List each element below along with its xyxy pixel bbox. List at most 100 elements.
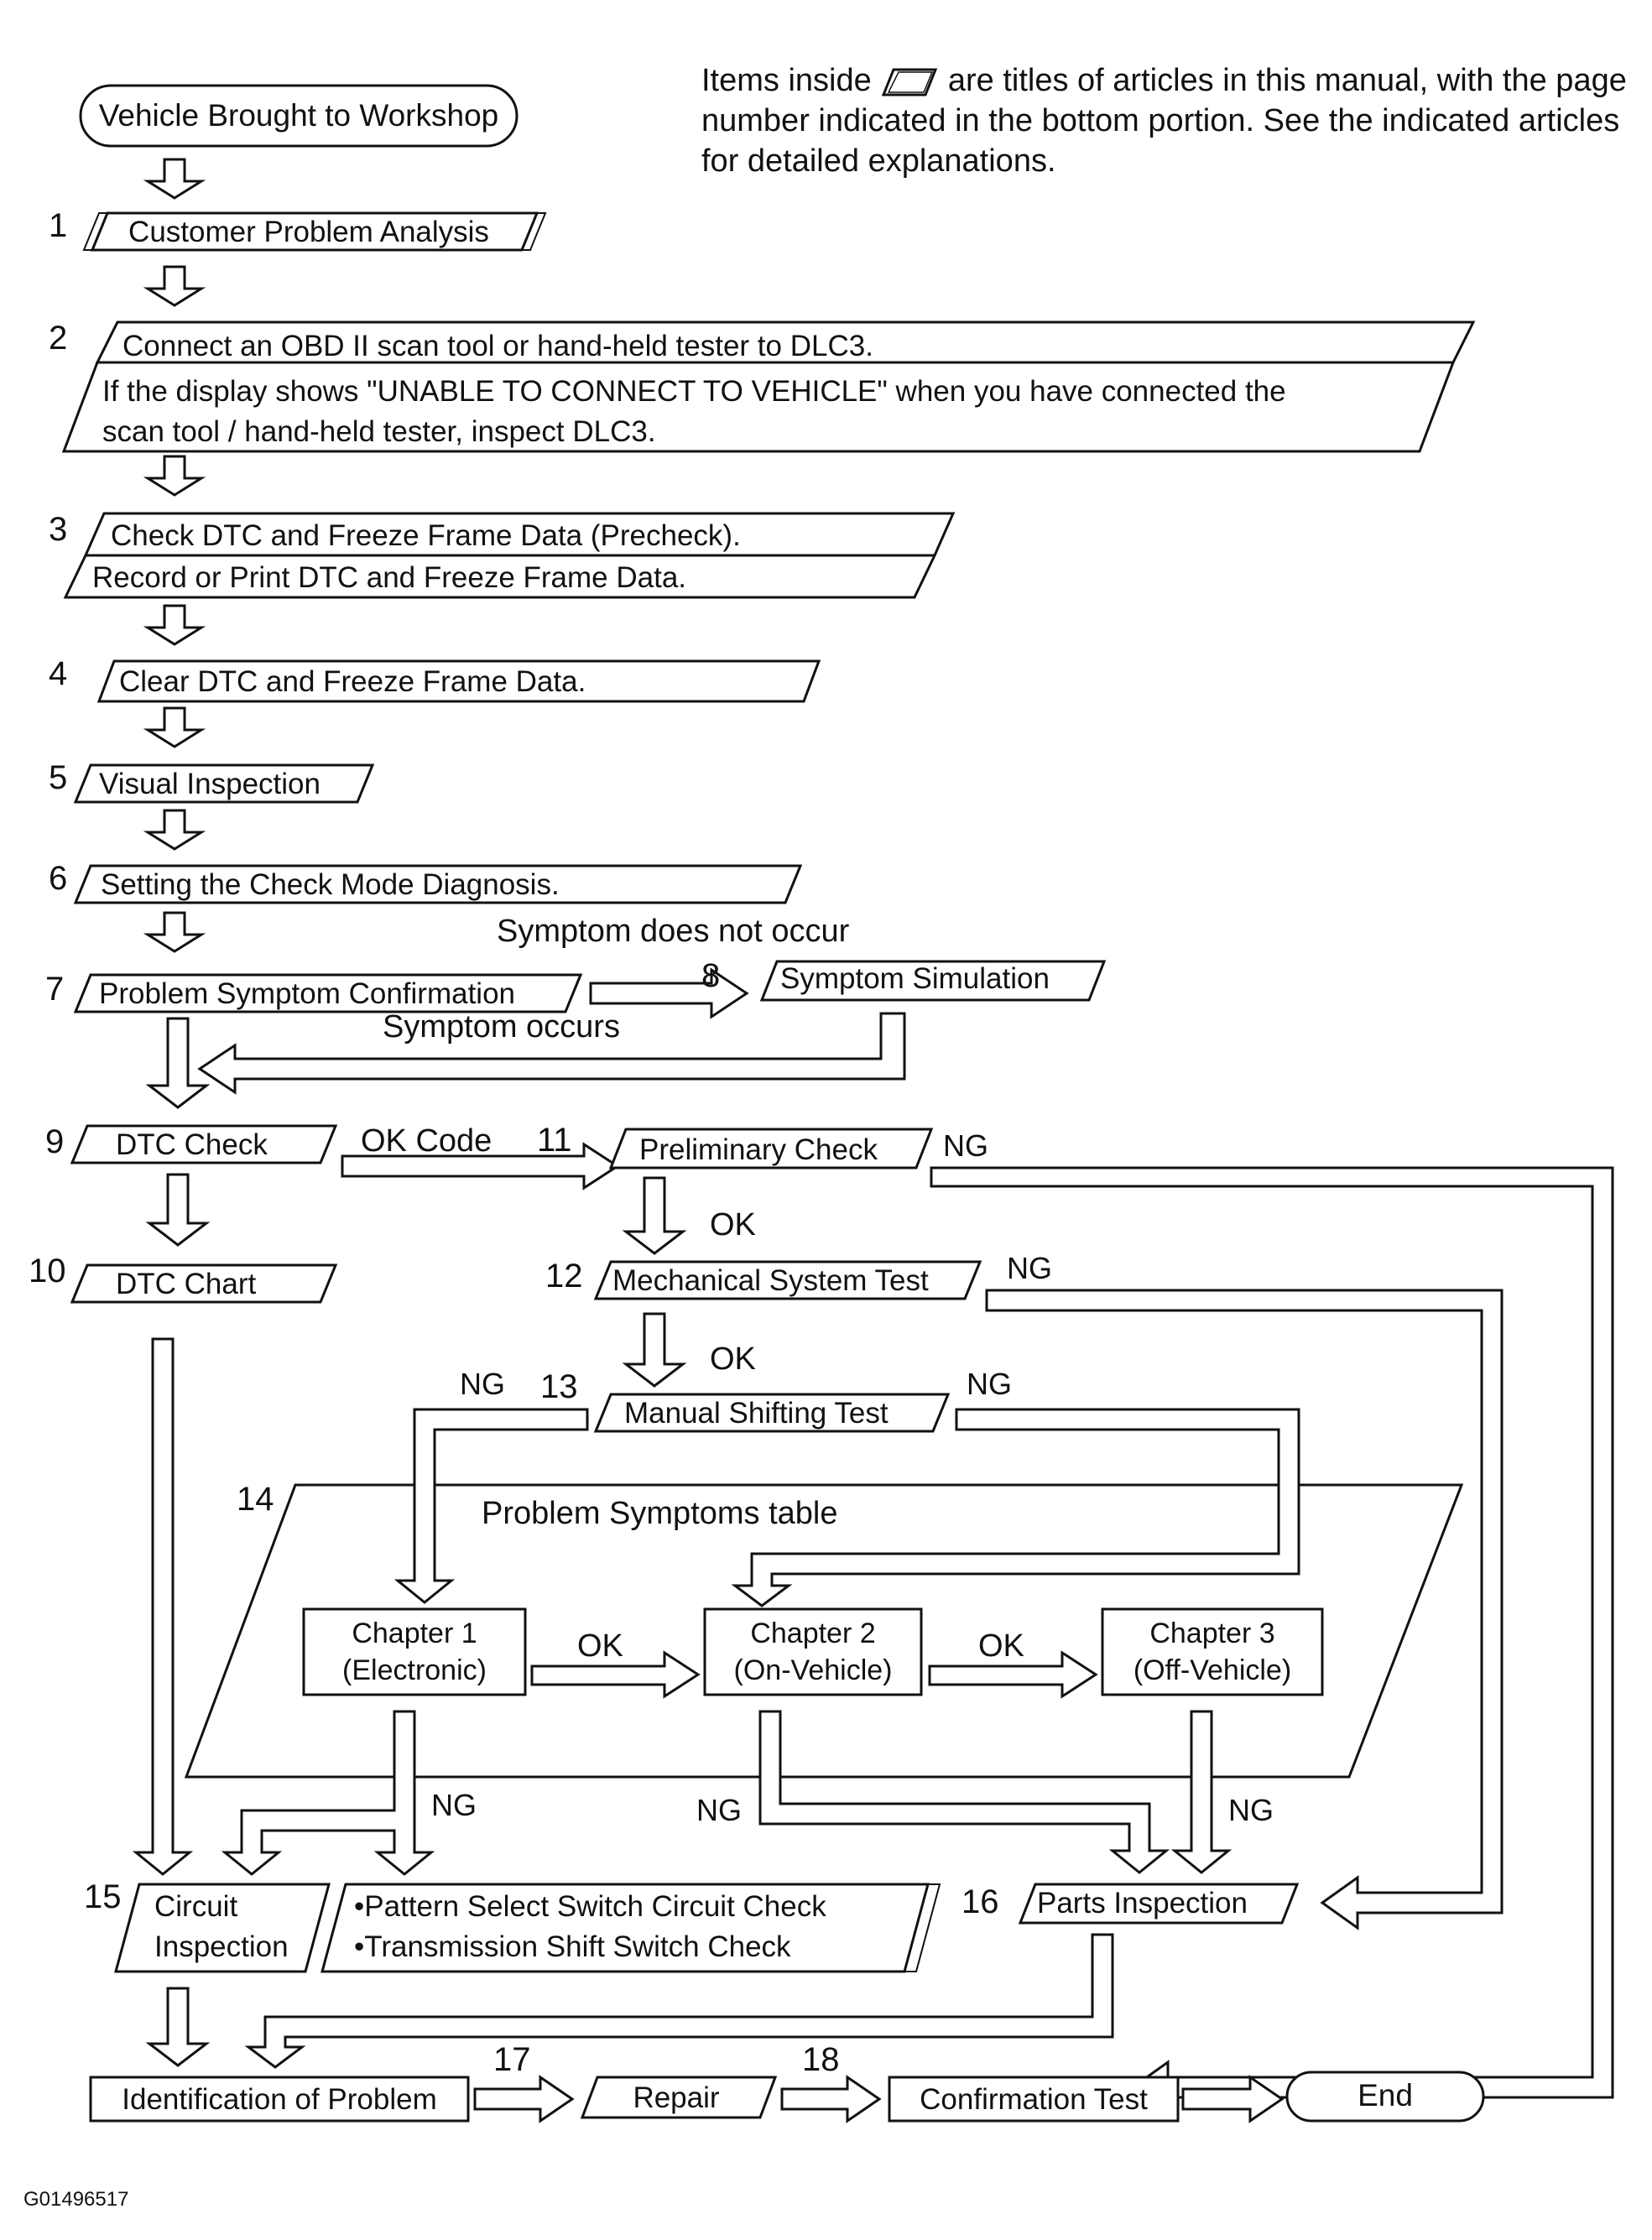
chapter-3-box <box>1101 1607 1324 1696</box>
step-5-number: 5 <box>49 759 67 796</box>
step-13-label: Manual Shifting Test <box>624 1397 889 1430</box>
step-7-label: Problem Symptom Confirmation <box>99 977 515 1010</box>
legend-note: Items inside are titles of articles in t… <box>701 60 1633 181</box>
label-symptom-not-occur: Symptom does not occur <box>497 914 850 949</box>
step-16-number: 16 <box>961 1883 999 1920</box>
label-ok-12-13: OK <box>710 1341 756 1377</box>
step-8-box <box>759 960 1107 1002</box>
arrow-9-to-11 <box>341 1142 620 1190</box>
label-ok-ch1-ch2: OK <box>577 1628 623 1664</box>
step-15-sub2: •Transmission Shift Switch Check <box>354 1930 791 1963</box>
chapter-2-box <box>703 1607 923 1696</box>
down-arrow-2-3 <box>143 455 206 497</box>
chapter-1-line1: Chapter 1 <box>352 1617 477 1649</box>
step-16-label: Parts Inspection <box>1037 1887 1248 1920</box>
label-ok-code: OK Code <box>361 1123 492 1159</box>
label-ng-ch1: NG <box>431 1788 477 1822</box>
arrow-12-to-13 <box>622 1312 687 1388</box>
step-10-box <box>70 1263 338 1304</box>
step-1-label: Customer Problem Analysis <box>128 216 489 248</box>
step-17-box <box>580 2076 778 2119</box>
down-arrow-1-2 <box>143 265 206 307</box>
step-3-line2: Record or Print DTC and Freeze Frame Dat… <box>92 561 686 594</box>
figure-id: G01496517 <box>23 2188 129 2211</box>
arrow-16-to-id <box>244 1933 1114 2069</box>
step-17-label: Repair <box>633 2081 719 2114</box>
arrow-ch1-to-ch2 <box>530 1650 701 1699</box>
step-14-label: Problem Symptoms table <box>482 1496 838 1531</box>
down-arrow-4-5 <box>143 706 206 748</box>
arrow-7-to-8 <box>589 967 749 1019</box>
step-8-number: 8 <box>701 957 720 994</box>
step-16-box <box>1018 1883 1300 1925</box>
legend-note-part1: Items inside <box>701 63 872 98</box>
step-6-box <box>73 864 803 904</box>
arrow-ch2-ng <box>758 1710 1170 1874</box>
arrow-10-to-15 <box>132 1337 194 1876</box>
label-ng-ch2: NG <box>696 1793 742 1827</box>
step-12-label: Mechanical System Test <box>612 1264 929 1297</box>
step-13-number: 13 <box>540 1368 578 1405</box>
step-4-number: 4 <box>49 655 67 692</box>
chapter-3-line2: (Off-Vehicle) <box>1133 1654 1291 1686</box>
step-17-number: 17 <box>493 2041 531 2078</box>
step-14-number: 14 <box>237 1481 274 1518</box>
step-7-box <box>73 973 583 1013</box>
step-9-label: DTC Check <box>116 1128 268 1161</box>
step-2-line2: If the display shows "UNABLE TO CONNECT … <box>102 375 1286 408</box>
arrow-7-to-9 <box>145 1017 211 1109</box>
step-8-label: Symptom Simulation <box>780 962 1050 995</box>
step-11-box <box>608 1128 934 1169</box>
step-15-number: 15 <box>84 1878 122 1915</box>
arrow-ch3-ng <box>1170 1710 1232 1874</box>
identification-box <box>89 2076 470 2123</box>
down-arrow-6-7 <box>143 911 206 953</box>
step-2-number: 2 <box>49 320 67 357</box>
arrow-13-ng-left <box>393 1408 589 1604</box>
step-2-line1: Connect an OBD II scan tool or hand-held… <box>122 330 873 362</box>
step-13-box <box>593 1393 951 1433</box>
down-arrow-start-1 <box>143 158 206 200</box>
step-7-number: 7 <box>45 971 64 1008</box>
step-6-label: Setting the Check Mode Diagnosis. <box>101 868 560 901</box>
parallelogram-icon <box>882 68 938 96</box>
step-18-label: Confirmation Test <box>920 2083 1148 2116</box>
step-3-number: 3 <box>49 511 67 548</box>
step-2-line3: scan tool / hand-held tester, inspect DL… <box>102 415 656 448</box>
step-18-number: 18 <box>802 2041 840 2078</box>
down-arrow-5-6 <box>143 809 206 851</box>
step-11-label: Preliminary Check <box>639 1133 878 1166</box>
step-9-number: 9 <box>45 1123 64 1160</box>
chapter-1-line2: (Electronic) <box>342 1654 487 1686</box>
arrow-id-to-17 <box>473 2075 575 2123</box>
label-symptom-occurs: Symptom occurs <box>383 1009 620 1044</box>
step-2-box-lower <box>61 361 1456 453</box>
step-15-sub1: •Pattern Select Switch Circuit Check <box>354 1890 826 1923</box>
step-3-box-lower <box>63 554 937 599</box>
arrow-18-to-end <box>1181 2075 1285 2123</box>
arrow-11-to-12 <box>622 1176 687 1255</box>
step-11-number: 11 <box>537 1122 572 1159</box>
step-12-box <box>593 1260 982 1300</box>
step-15-box <box>114 1883 331 1973</box>
arrow-8-return <box>197 1012 906 1095</box>
arrow-12-ng <box>985 1289 1503 1930</box>
label-ng-12: NG <box>1007 1251 1052 1285</box>
step-5-box <box>73 763 375 804</box>
label-ng-11: NG <box>943 1128 988 1163</box>
arrow-ch1-ng <box>221 1710 435 1876</box>
step-10-number: 10 <box>29 1253 66 1289</box>
chapter-2-line1: Chapter 2 <box>750 1617 875 1649</box>
legend-note-part2: are titles of articles in this manual, w… <box>701 63 1627 179</box>
arrow-17-to-18 <box>780 2075 882 2123</box>
end-label: End <box>1358 2078 1413 2112</box>
chapter-2-line2: (On-Vehicle) <box>734 1654 893 1686</box>
label-ng-13-left: NG <box>460 1367 505 1401</box>
step-4-box <box>96 659 821 703</box>
chapter-1-box <box>302 1607 527 1696</box>
step-1-number: 1 <box>49 207 67 244</box>
step-18-box <box>888 2076 1180 2123</box>
arrow-9-to-10 <box>145 1173 211 1247</box>
step-15-line2: Inspection <box>154 1930 289 1963</box>
